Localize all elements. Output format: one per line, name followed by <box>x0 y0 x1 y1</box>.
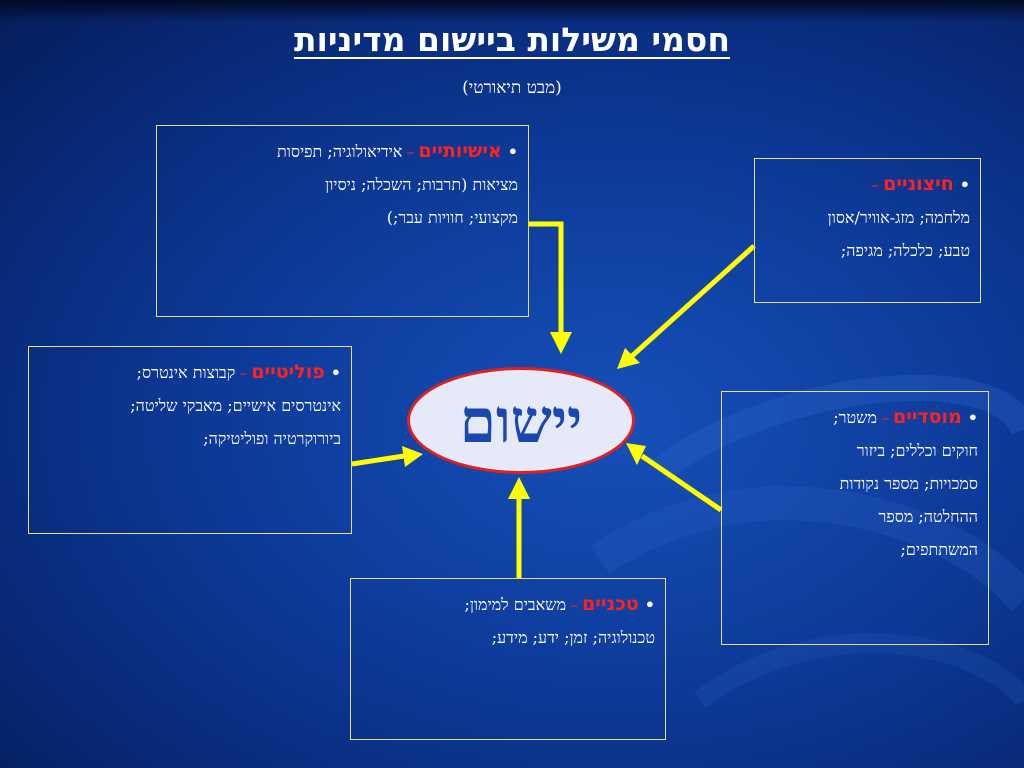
term-technical: טכניים <box>582 593 639 615</box>
box-personal-heading: • אישיותיים–אידיאולוגיה; תפיסות <box>165 135 518 168</box>
box-political-line-1: אינטרסים אישיים; מאבקי שליטה; <box>130 396 341 415</box>
box-political-heading: • פוליטיים–קבוצות אינטרס; <box>37 356 341 389</box>
dash-institutional: – <box>880 408 889 427</box>
page-title: חסמי משילות ביישום מדיניות <box>0 20 1024 59</box>
dash-personal: – <box>406 142 415 161</box>
box-external-heading: • חיצוניים– <box>763 168 970 201</box>
center-ellipse: יישום <box>407 367 635 474</box>
box-institutional: • מוסדיים–משטר; חוקים וכללים; ביזור סמכוי… <box>721 391 989 645</box>
box-political: • פוליטיים–קבוצות אינטרס; אינטרסים אישיים… <box>28 346 352 534</box>
term-external: חיצוניים <box>883 173 954 195</box>
arrowhead-institutional <box>626 443 646 465</box>
box-technical-line-0: משאבים למימון; <box>464 595 567 614</box>
bullet-icon: • <box>967 408 978 427</box>
page-subtitle: (מבט תיאורטי) <box>462 78 562 98</box>
box-institutional-line-0: משטר; <box>833 408 877 427</box>
term-political: פוליטיים <box>251 361 325 383</box>
box-institutional-line-3: ההחלטה; מספר <box>878 507 978 526</box>
arrowhead-technical <box>508 477 530 499</box>
box-technical-line-1: טכנולוגיה; זמן; ידע; מידע; <box>491 628 655 647</box>
box-external-line-2: טבע; כלכלה; מגיפה; <box>840 241 970 260</box>
arrow-political <box>351 453 405 467</box>
arrow-institutional <box>640 453 723 513</box>
dash-technical: – <box>570 595 579 614</box>
term-personal: אישיותיים <box>418 140 502 162</box>
box-institutional-heading: • מוסדיים–משטר; <box>730 401 978 434</box>
box-external: • חיצוניים– מלחמה; מזג-אוויר/אסון טבע; כל… <box>754 158 981 303</box>
box-personal: • אישיותיים–אידיאולוגיה; תפיסות מציאות (ת… <box>156 125 529 317</box>
box-political-line-2: ביורוקרטיה ופוליטיקה; <box>203 429 341 448</box>
bullet-icon: • <box>330 363 341 382</box>
arrowhead-personal <box>550 332 572 354</box>
box-institutional-line-2: סמכויות; מספר נקודות <box>839 474 978 493</box>
box-institutional-line-4: המשתתפים; <box>900 540 978 559</box>
box-technical-heading: • טכניים–משאבים למימון; <box>359 588 655 621</box>
page-title-text: חסמי משילות ביישום מדיניות <box>293 20 731 59</box>
term-institutional: מוסדיים <box>892 406 962 428</box>
box-personal-line-1: מציאות (תרבות; השכלה; ניסיון <box>325 175 518 194</box>
bullet-icon: • <box>644 595 655 614</box>
box-political-line-0: קבוצות אינטרס; <box>136 363 236 382</box>
box-personal-line-0: אידיאולוגיה; תפיסות <box>277 142 403 161</box>
arrow-personal <box>529 221 564 334</box>
box-personal-line-2: מקצועי; חוויות עבר;) <box>386 208 518 227</box>
box-external-line-1: מלחמה; מזג-אוויר/אסון <box>827 208 970 227</box>
box-institutional-line-1: חוקים וכללים; ביזור <box>856 441 978 460</box>
bullet-icon: • <box>959 175 970 194</box>
box-technical: • טכניים–משאבים למימון; טכנולוגיה; זמן; י… <box>350 578 666 740</box>
dash-political: – <box>239 363 248 382</box>
top-dark-band <box>0 0 1024 22</box>
arrow-external <box>630 244 756 358</box>
center-label: יישום <box>459 384 583 457</box>
arrowhead-political <box>402 446 423 467</box>
bullet-icon: • <box>507 142 518 161</box>
dash-external: – <box>871 175 880 194</box>
arrowhead-external <box>617 348 640 369</box>
